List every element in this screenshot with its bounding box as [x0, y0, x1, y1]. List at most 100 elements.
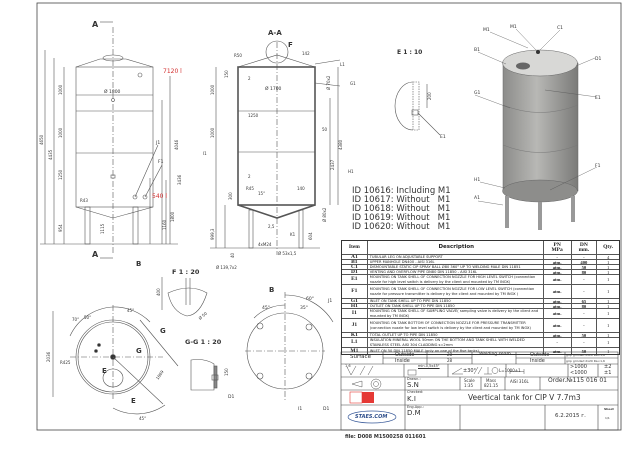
- detail-e-dim: 200: [427, 92, 432, 100]
- dim-2a: 2: [248, 76, 251, 81]
- surface-inside-value: 28: [447, 358, 453, 363]
- scale-label: Scale: [464, 378, 475, 383]
- radius-r45: R45: [246, 186, 254, 191]
- dim-1000a: 1000: [58, 84, 63, 95]
- mass-value: 821.15: [484, 383, 498, 388]
- description-cell: MOUNTING ON TANK SHELL OF CONNECTION NOZ…: [368, 285, 544, 298]
- detail-f-dim-d: Ø 50: [197, 311, 208, 321]
- dim-1869: 1869: [155, 369, 165, 381]
- header-description: Description: [368, 241, 544, 254]
- b-angle-60: 60°: [306, 296, 314, 302]
- dim-1000b: 1000: [210, 127, 215, 138]
- dim-4046: 4046: [174, 139, 179, 150]
- order-number: Order.№115 016 01: [548, 377, 608, 384]
- detail-mark-f: F: [288, 41, 293, 49]
- angle-45a: 45°: [127, 308, 134, 313]
- mark-e2: E: [131, 397, 136, 405]
- tolerance-a: >1000: [570, 364, 587, 370]
- qty-cell: 1: [606, 270, 610, 274]
- header-dn-unit: mm.: [578, 246, 590, 253]
- item-cell: C1: [342, 265, 368, 269]
- b-view-labels: B 45° 60° 35° J1 I1 D1: [262, 286, 332, 412]
- description-cell: INLET ON TANK SHELL UP TO PIPE DIN 11850: [368, 299, 544, 303]
- eng-app-label: Eng.App.:: [407, 405, 424, 409]
- angle-70: 70°: [72, 317, 79, 322]
- angle-50: 50°: [84, 315, 91, 320]
- description-cell: MOUNTING ON TANK SHELL OF SAMPLING VALVE…: [368, 309, 544, 318]
- pn-cell: atm.: [544, 304, 572, 308]
- material: AISI 316L: [510, 379, 529, 384]
- iso-callout-e1: E1: [595, 95, 601, 101]
- dim-954: 954: [58, 224, 63, 232]
- projection-symbol-icon: [351, 378, 382, 390]
- detail-f: [161, 277, 208, 317]
- pn-cell: atm.: [544, 309, 572, 318]
- dim-1000a: 1000: [210, 84, 215, 95]
- dim-300: 300: [228, 192, 233, 200]
- company-logo: [347, 391, 397, 424]
- dim-140: 140: [297, 186, 305, 191]
- angle-label: R43: [80, 198, 88, 203]
- mark-g1: G: [160, 327, 166, 335]
- b-view: [245, 292, 334, 400]
- item-cell: J1: [342, 319, 368, 332]
- item-cell: K1: [342, 333, 368, 337]
- callout-i1: I1: [203, 151, 207, 156]
- section-title: A-A: [268, 29, 282, 37]
- item-cell: L1: [342, 338, 368, 347]
- dim-2036: 2036: [46, 351, 51, 362]
- surface-label: Surface: [350, 354, 371, 360]
- b-callout-d1: D1: [323, 406, 329, 412]
- detail-f-title: F 1 : 20: [172, 268, 200, 276]
- drawn-value: S.N: [407, 381, 419, 389]
- dim-999: 999,3: [210, 228, 215, 240]
- description-cell: MOUNTING ON TANK SHELL OF CONNECTION NOZ…: [368, 275, 544, 284]
- iso-callout-d1: D1: [595, 56, 601, 62]
- pn-cell: -: [544, 338, 572, 347]
- pn-cell: atm.: [544, 270, 572, 274]
- pn-cell: atm.: [544, 299, 572, 303]
- qty-cell: 1: [606, 311, 610, 316]
- iso-callout-a1: A1: [474, 195, 480, 201]
- iso-callout-b1: B1: [474, 47, 480, 53]
- weld-inside-value: grip grinded 2x20 Ra<1,6: [566, 359, 605, 363]
- section-mark-top: A: [92, 20, 99, 29]
- dim-2-5: 2,5: [268, 224, 275, 229]
- dim-1250: 1250: [58, 169, 63, 180]
- id-item: ID 10618: Without M1: [352, 204, 450, 214]
- id-item: ID 10616: Including M1: [352, 186, 451, 196]
- bolt-label: 4xM24: [258, 242, 272, 247]
- dim-1115: 1115: [100, 223, 105, 234]
- diameter-label: Ø 1800: [104, 88, 121, 95]
- date: 6.2.2015 г.: [555, 413, 586, 419]
- id-item: ID 10619: Without M1: [352, 213, 450, 223]
- tolerance-a-value: ±2: [604, 364, 612, 370]
- top-view: [52, 305, 179, 415]
- qty-cell: 1: [606, 299, 610, 303]
- drawn-label: Drawn.:: [407, 377, 421, 381]
- b-callout-j1: J1: [327, 298, 332, 304]
- header-item: Item: [342, 241, 368, 254]
- qty-cell: 1: [606, 260, 610, 264]
- drawing-title: Veertical tank for CIP V 7.7m3: [468, 393, 581, 402]
- description-cell: INSULATION MINERAL WOOL 50mm ON THE BOTT…: [368, 338, 544, 347]
- dim-150: 150: [224, 70, 229, 78]
- header-pn-label: PN: [553, 241, 561, 248]
- item-cell: H1: [342, 304, 368, 308]
- dn-cell: -: [572, 319, 598, 332]
- section-mark-bottom: A: [92, 250, 99, 259]
- id-item: ID 10620: Without M1: [352, 222, 450, 232]
- dn-cell: -: [572, 285, 598, 298]
- top-view-labels: 2036 R425 1869 45° 70° 50° 45° G G E E: [46, 308, 166, 421]
- b-callout-i1: I1: [298, 406, 302, 412]
- dim-40: 40: [230, 252, 235, 258]
- item-cell: G1: [342, 299, 368, 303]
